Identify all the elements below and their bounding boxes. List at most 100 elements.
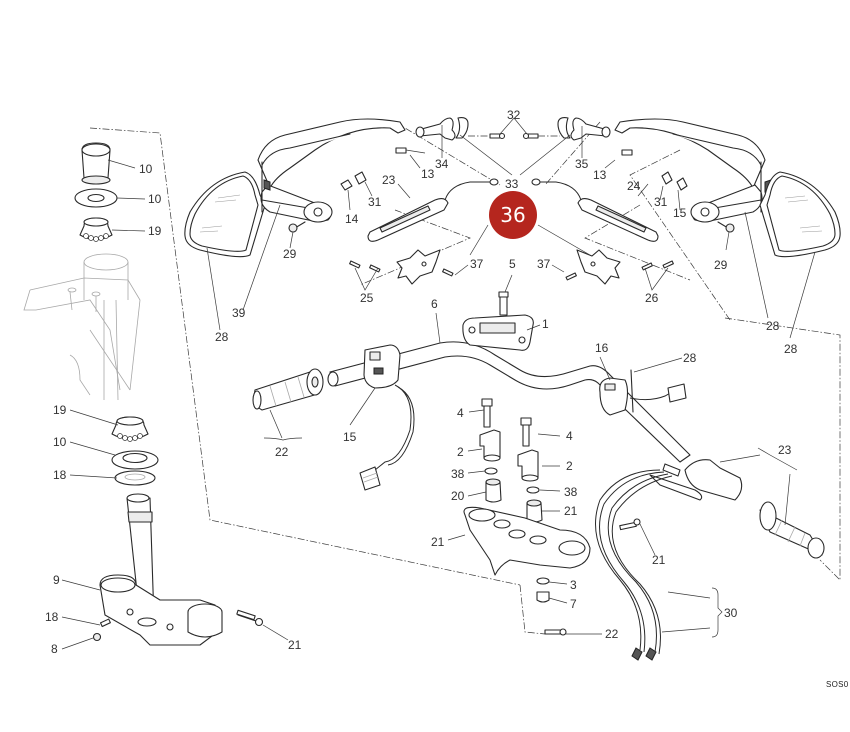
part-label[interactable]: 22: [605, 627, 619, 641]
part-29-bolt-right[interactable]: [717, 221, 735, 233]
part-4-bolt-right[interactable]: [520, 417, 532, 447]
part-7-nut[interactable]: [536, 591, 550, 603]
part-29-bolt-left[interactable]: [288, 221, 306, 233]
part-36-plate-left[interactable]: [396, 249, 441, 285]
part-label[interactable]: 23: [778, 443, 792, 457]
part-1-clamp-cap[interactable]: [462, 314, 534, 351]
part-31-spacer-left[interactable]: [354, 171, 367, 185]
part-label[interactable]: 22: [275, 445, 289, 459]
part-label[interactable]: 35: [575, 157, 589, 171]
part-label[interactable]: 1: [542, 317, 549, 331]
part-label[interactable]: 24: [627, 179, 641, 193]
part-24-indicator-right[interactable]: [531, 178, 659, 242]
part-31-spacer-right[interactable]: [661, 171, 673, 185]
part-label[interactable]: 21: [652, 553, 666, 567]
part-label[interactable]: 30: [724, 606, 738, 620]
part-label[interactable]: 25: [360, 291, 374, 305]
part-19-bushing-right[interactable]: [526, 499, 543, 523]
part-13-spacer-left[interactable]: [340, 179, 353, 191]
part-label[interactable]: 14: [345, 212, 359, 226]
part-label[interactable]: 37: [470, 257, 484, 271]
part-18-bearing-lower[interactable]: [111, 416, 149, 442]
part-label[interactable]: 10: [148, 192, 162, 206]
part-8-nut[interactable]: [92, 632, 102, 642]
part-38-washer-left[interactable]: [484, 467, 498, 475]
part-23-indicator-left[interactable]: [367, 178, 499, 242]
part-32-bolts[interactable]: [468, 132, 560, 140]
part-label[interactable]: 15: [673, 206, 687, 220]
part-label[interactable]: 29: [714, 258, 728, 272]
highlighted-part-badge[interactable]: 36: [489, 191, 537, 239]
part-label[interactable]: 31: [368, 195, 382, 209]
part-label[interactable]: 19: [148, 224, 162, 238]
part-26-bracket-right[interactable]: [614, 118, 772, 223]
part-6-handlebar[interactable]: [327, 341, 691, 463]
part-12-bolt-left[interactable]: [395, 147, 426, 154]
part-label[interactable]: 4: [566, 429, 573, 443]
part-label[interactable]: 16: [595, 341, 609, 355]
part-label[interactable]: 2: [457, 445, 464, 459]
part-5-bolt[interactable]: [498, 291, 509, 316]
part-20-upper-yoke[interactable]: [463, 506, 591, 576]
part-label[interactable]: 18: [45, 610, 59, 624]
part-label[interactable]: 21: [288, 638, 302, 652]
part-21-bolt[interactable]: [236, 609, 264, 627]
part-label[interactable]: 5: [509, 257, 516, 271]
part-22-grip-left[interactable]: [252, 368, 324, 411]
part-label[interactable]: 34: [435, 157, 449, 171]
part-30-throttle-cables[interactable]: [595, 463, 681, 661]
part-10-washer[interactable]: [74, 188, 118, 208]
part-label[interactable]: 15: [343, 430, 357, 444]
part-label[interactable]: 19: [53, 403, 67, 417]
part-14-switch-left[interactable]: [359, 344, 415, 491]
part-label[interactable]: 33: [505, 177, 519, 191]
part-18-bearing[interactable]: [79, 217, 113, 242]
part-28-mirror-left[interactable]: [184, 171, 266, 258]
part-label[interactable]: 8: [51, 642, 58, 656]
part-10-race[interactable]: [111, 450, 159, 470]
part-11-cap[interactable]: [81, 142, 111, 185]
part-9-lower-yoke[interactable]: [99, 574, 223, 646]
part-label[interactable]: 38: [451, 467, 465, 481]
part-36-plate-right[interactable]: [576, 249, 621, 285]
part-21-bolt-center[interactable]: [544, 628, 567, 636]
part-2-riser-left[interactable]: [479, 429, 501, 462]
part-21-bolt-right[interactable]: [619, 518, 641, 531]
part-16-seal[interactable]: [114, 470, 156, 486]
part-label[interactable]: 28: [784, 342, 798, 356]
part-label[interactable]: 23: [382, 173, 396, 187]
part-label[interactable]: 9: [53, 573, 60, 587]
part-label[interactable]: 28: [766, 319, 780, 333]
part-label[interactable]: 39: [232, 306, 246, 320]
part-label[interactable]: 18: [53, 468, 67, 482]
part-2-riser-right[interactable]: [517, 449, 539, 482]
part-label[interactable]: 6: [431, 297, 438, 311]
part-label[interactable]: 10: [139, 162, 153, 176]
part-34-clamp-left[interactable]: [415, 117, 469, 141]
part-38-washer-right[interactable]: [526, 486, 540, 494]
part-label[interactable]: 32: [507, 108, 521, 122]
part-label[interactable]: 10: [53, 435, 67, 449]
part-22-grip-right[interactable]: [649, 459, 825, 559]
part-37-screws[interactable]: [442, 268, 577, 281]
part-15-switch-right[interactable]: [599, 369, 687, 416]
part-label[interactable]: 2: [566, 459, 573, 473]
part-4-bolt-left[interactable]: [481, 398, 493, 428]
part-35-clamp-right[interactable]: [557, 117, 611, 141]
part-label[interactable]: 7: [570, 597, 577, 611]
part-label[interactable]: 4: [457, 406, 464, 420]
part-28-mirror-right[interactable]: [759, 171, 841, 258]
part-label[interactable]: 31: [654, 195, 668, 209]
part-label[interactable]: 13: [593, 168, 607, 182]
part-19-bushing-left[interactable]: [485, 478, 502, 503]
part-label[interactable]: 26: [645, 291, 659, 305]
part-13-spacer-right[interactable]: [676, 177, 688, 191]
part-17-pin[interactable]: [99, 618, 111, 628]
part-label[interactable]: 21: [431, 535, 445, 549]
part-label[interactable]: 29: [283, 247, 297, 261]
part-label[interactable]: 28: [683, 351, 697, 365]
part-label[interactable]: 13: [421, 167, 435, 181]
steering-stem-tube[interactable]: [126, 493, 155, 621]
part-3-washer[interactable]: [536, 577, 550, 585]
part-39-bracket-left[interactable]: [257, 118, 406, 223]
